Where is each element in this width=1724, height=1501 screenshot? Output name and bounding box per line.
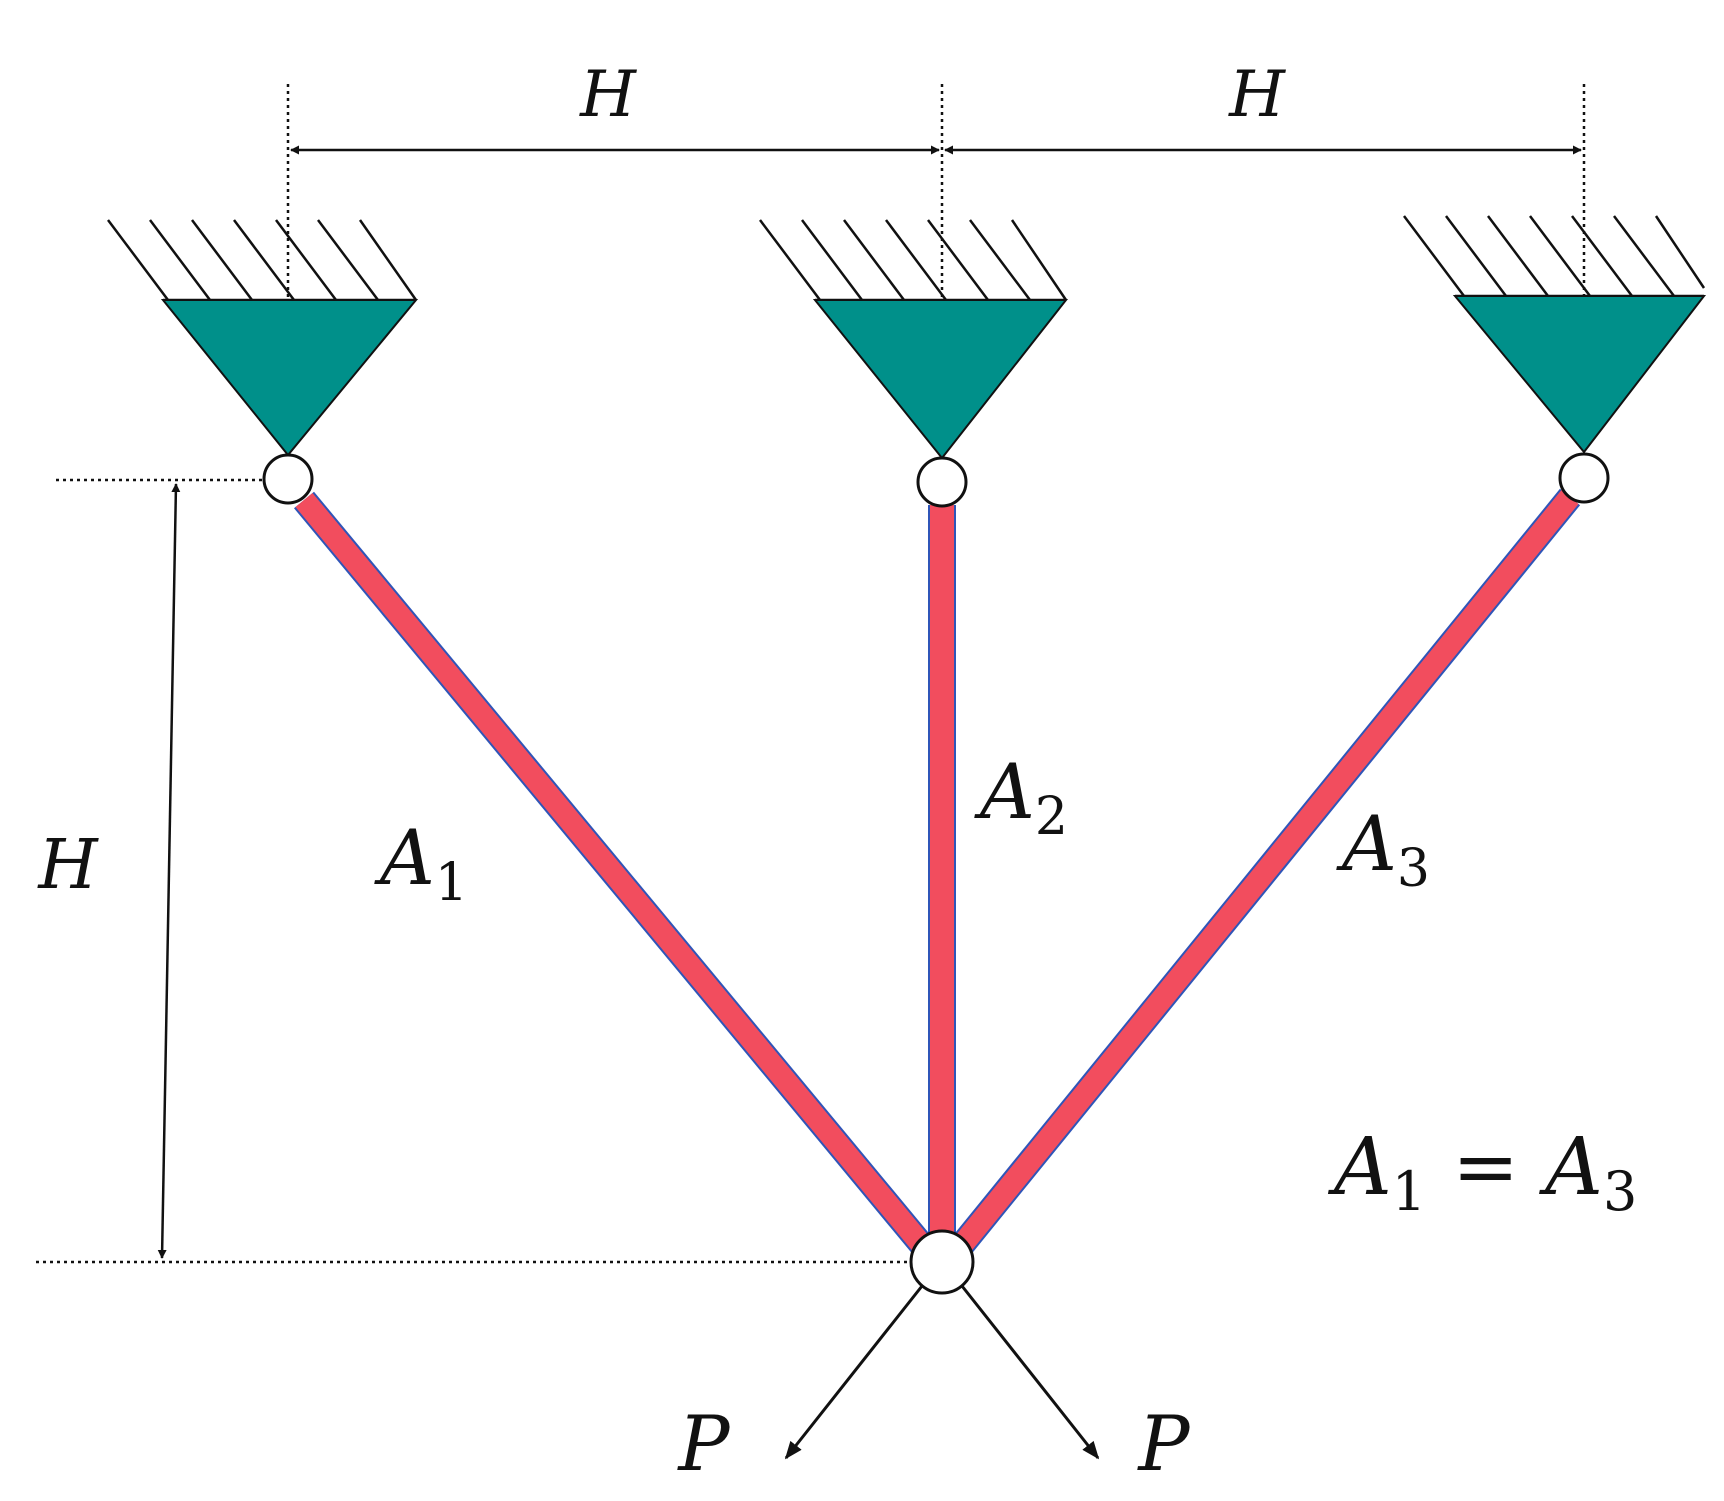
dimension-label-top-left: H: [579, 58, 637, 132]
dimension-arrow-vertical: [157, 483, 181, 1259]
ground-hatching: [107, 215, 1706, 302]
pin-center-top: [916, 456, 968, 508]
equation-rhs-base: A: [1538, 1120, 1603, 1213]
loads: P P: [676, 1285, 1191, 1488]
bar-1-label-subscript: 1: [435, 853, 468, 913]
pin-bottom-joint: [909, 1229, 975, 1295]
load-label-right: P: [1136, 1399, 1191, 1488]
bar-2-label: A2: [974, 747, 1068, 847]
equation-rhs-subscript: 3: [1603, 1160, 1637, 1223]
load-label-left: P: [676, 1399, 731, 1488]
bar-2-label-subscript: 2: [1035, 787, 1068, 847]
pins: [262, 452, 1610, 1295]
dimension-label-left: H: [36, 826, 99, 905]
bars: [293, 488, 1581, 1259]
ground-hatch-right: [1403, 215, 1706, 298]
bar-1: [295, 492, 935, 1258]
top-dimension: H H: [286, 58, 1586, 298]
ground-hatch-left: [107, 219, 418, 302]
supports: [160, 295, 1707, 460]
bar-labels: A1 A2 A3: [374, 747, 1430, 913]
bar-3-label-subscript: 3: [1397, 839, 1430, 899]
bar-3-label-base: A: [1336, 799, 1397, 888]
bar-3: [949, 490, 1579, 1257]
bar-1-label: A1: [374, 813, 468, 913]
equation-lhs-base: A: [1327, 1120, 1392, 1213]
bar-2-label-base: A: [974, 747, 1035, 836]
equation-equals-sign: =: [1452, 1120, 1519, 1213]
ground-hatch-center: [759, 219, 1068, 302]
bar-1-label-base: A: [374, 813, 435, 902]
equation-lhs-subscript: 1: [1392, 1160, 1426, 1223]
pin-support-right: [1452, 295, 1707, 454]
pin-support-left: [160, 299, 419, 457]
bar-3-label: A3: [1336, 799, 1430, 899]
pin-right-top: [1558, 452, 1610, 504]
left-dimension: H: [36, 478, 914, 1264]
load-arrow-right: [960, 1285, 1100, 1460]
dimension-label-top-right: H: [1228, 58, 1286, 132]
area-equality-equation: A1=A3: [1327, 1120, 1637, 1223]
pin-support-center: [812, 299, 1069, 460]
load-arrow-left: [784, 1285, 924, 1460]
pin-left-top: [262, 453, 314, 505]
